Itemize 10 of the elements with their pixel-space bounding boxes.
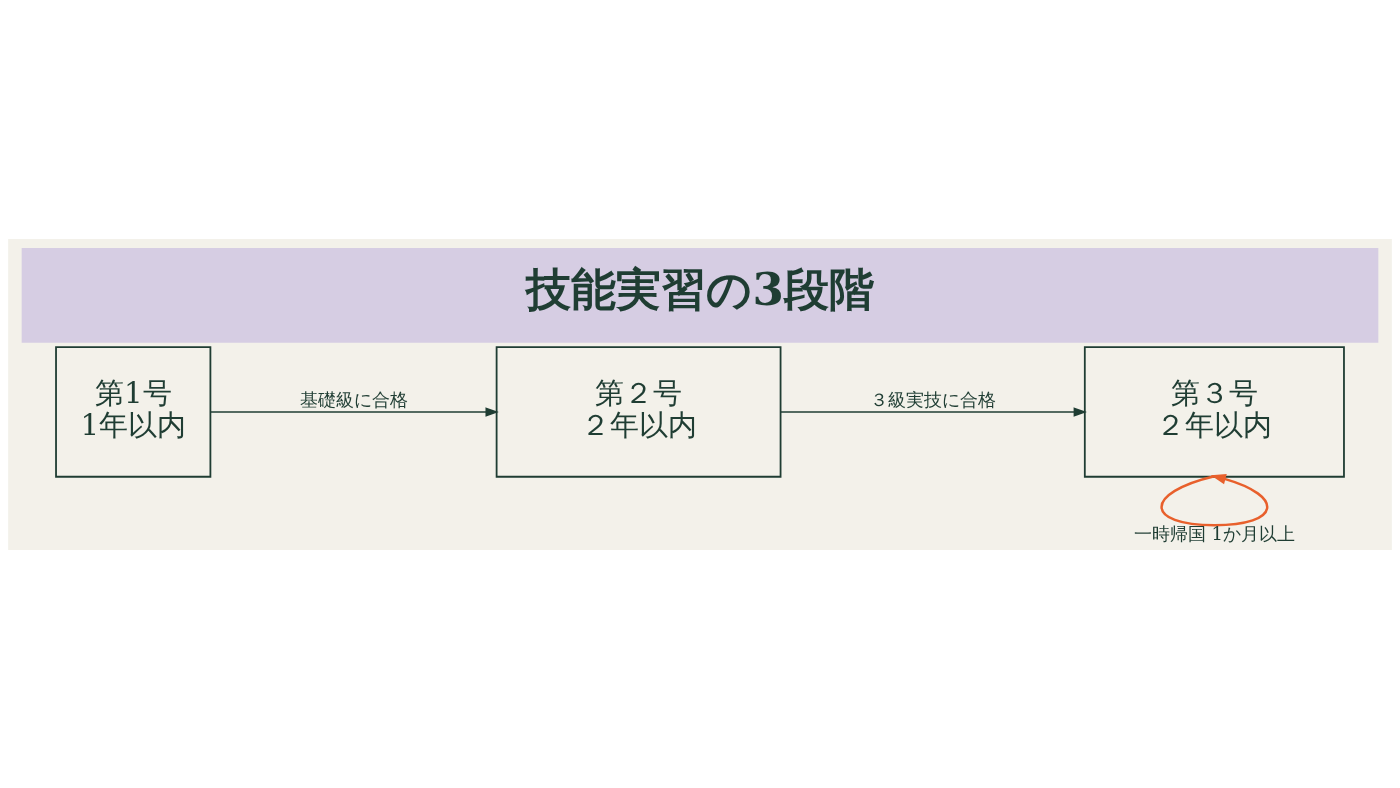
node-box: 第1号 1年以内	[55, 345, 212, 478]
node-box: 第２号 ２年以内	[495, 345, 782, 478]
diagram-title: 技能実習の3段階	[526, 262, 874, 316]
arrow	[209, 406, 499, 417]
arrow	[779, 406, 1087, 417]
edge-label: 基礎級に合格	[299, 388, 408, 410]
node-box: 第３号 ２年以内	[1083, 345, 1345, 478]
arrow	[1160, 473, 1269, 526]
edge-label: 一時帰国 1か月以上	[1133, 522, 1295, 544]
edge-label: ３級実技に合格	[869, 388, 996, 410]
